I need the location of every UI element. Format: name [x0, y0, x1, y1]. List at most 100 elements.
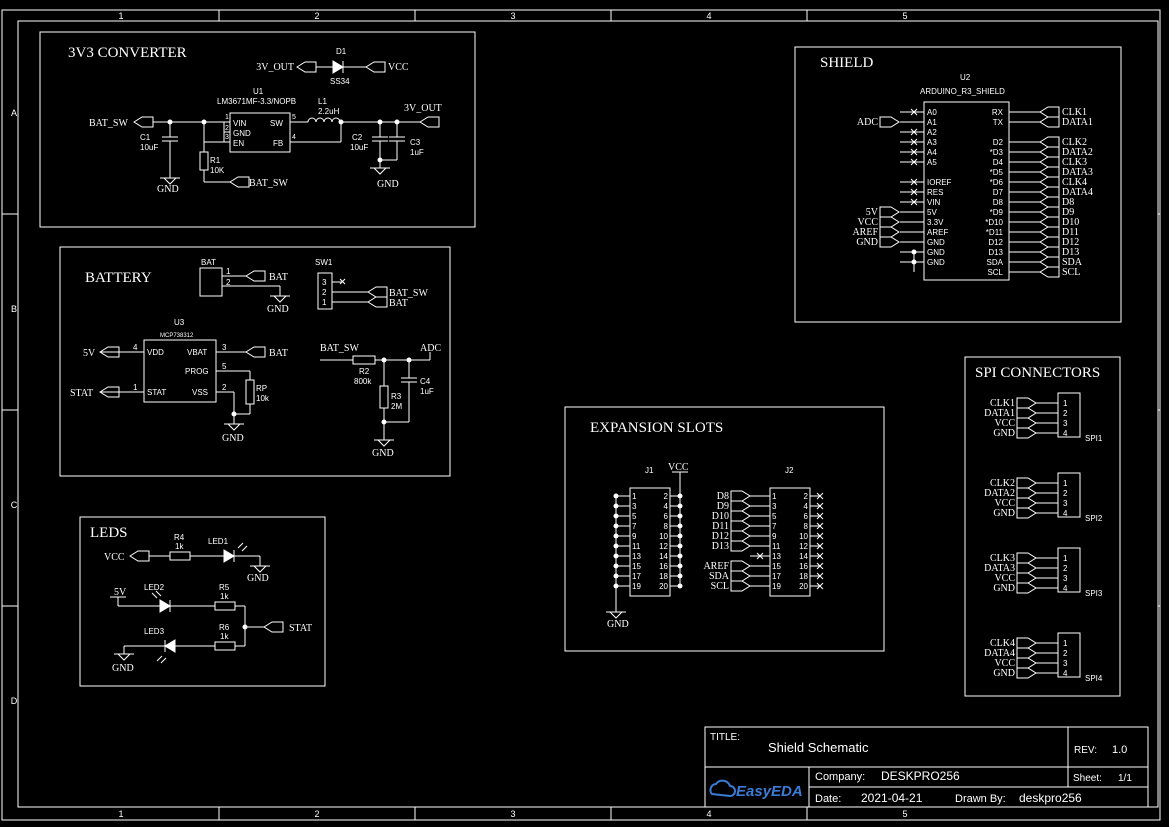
u2-net-label: CLK2 [1062, 137, 1087, 148]
spi-net-label: VCC [994, 418, 1015, 429]
net-5v: 5V [83, 348, 96, 359]
u2-pin-name: D7 [993, 188, 1004, 197]
u2-pin-name: A3 [927, 138, 937, 147]
battery-block: BATTERY BAT 1 2 BAT GND SW1 3 2 1 [59, 246, 451, 477]
battery-frame [59, 246, 451, 477]
r2-value: 800k [354, 377, 372, 386]
spi-net-label: DATA2 [984, 488, 1015, 499]
net-port [1016, 507, 1037, 519]
u3-pin-stat: STAT [147, 388, 166, 397]
net-port [1039, 236, 1060, 248]
net-vcc-led: VCC [104, 552, 125, 563]
no-connect-mark [910, 178, 918, 186]
spi-net-label: GND [993, 428, 1015, 439]
r6-ref: R6 [219, 623, 230, 632]
j2-pin-number: 12 [799, 542, 808, 551]
u2-pin-name: A0 [927, 108, 937, 117]
leds-frame [79, 516, 326, 687]
r5-value: 1k [220, 592, 229, 601]
u2-net-label: SCL [1062, 267, 1080, 278]
u2-net-label: D11 [1062, 227, 1079, 238]
c3-value: 1uF [410, 148, 424, 157]
spi-pin-number: 4 [1063, 429, 1068, 438]
sw1-ref: SW1 [315, 258, 333, 267]
rev-value: 1.0 [1112, 744, 1127, 756]
drawn-by-label: Drawn By: [955, 793, 1006, 805]
frame-col-label: 1 [118, 11, 123, 21]
u2-pin-name: *D10 [985, 218, 1003, 227]
u2-pin-name: D2 [993, 138, 1004, 147]
sw1-pin-1: 1 [322, 298, 327, 307]
spi-net-label: GND [993, 668, 1015, 679]
j2-pin-number: 16 [799, 562, 808, 571]
net-port [730, 530, 751, 542]
j1-pin-number: 1 [632, 492, 637, 501]
c2-capacitor: C2 10uF [350, 122, 388, 168]
led3-ref: LED3 [144, 627, 165, 636]
j2-net-label: D8 [717, 491, 729, 502]
u1-num-2: 2 [225, 125, 229, 132]
port-bat-sw [133, 116, 154, 128]
net-port [1016, 582, 1037, 594]
u2-net-label: SDA [1062, 257, 1083, 268]
c4-ref: C4 [420, 377, 431, 386]
net-port [730, 490, 751, 502]
u3-charger: U3 MCP738312 VDD STAT VBAT PROG VSS 4 1 … [70, 318, 288, 403]
spi-pin-number: 3 [1063, 419, 1068, 428]
j2-pin-number: 9 [772, 532, 777, 541]
u1-value: LM3671MF-3.3/NOPB [217, 97, 296, 106]
bat-ref: BAT [201, 258, 216, 267]
converter-block: 3V3 CONVERTER 3V_OUT VCC D1 SS34 BAT_SW … [39, 31, 476, 228]
easyeda-logo: EasyEDA [709, 779, 803, 800]
u3-pin-vdd: VDD [147, 348, 164, 357]
sw1-pin-3: 3 [322, 278, 327, 287]
net-port [1039, 106, 1060, 118]
u1-pin-vin: VIN [233, 119, 247, 128]
net-adc: ADC [420, 343, 441, 354]
rp-ref: RP [256, 384, 267, 393]
r6-value: 1k [220, 632, 229, 641]
spi-net-label: GND [993, 508, 1015, 519]
net-stat-led: STAT [289, 623, 312, 634]
spi-pin-number: 1 [1063, 639, 1068, 648]
net-port [879, 116, 900, 128]
net-gnd-div: GND [372, 448, 394, 459]
net-sw1-bat-sw: BAT_SW [389, 288, 428, 299]
no-connect-mark [910, 188, 918, 196]
j2-pin-number: 8 [804, 522, 809, 531]
rp-value: 10k [256, 394, 270, 403]
sw1-switch: SW1 3 2 1 BAT_SW BAT [315, 258, 428, 310]
led3: LED3 [144, 627, 176, 664]
spi-header [1057, 392, 1081, 438]
u2-net-label: DATA1 [1062, 117, 1093, 128]
net-port [879, 216, 900, 228]
u3-pin-prog: PROG [185, 367, 209, 376]
c1-value: 10uF [140, 143, 158, 152]
u2-arduino [923, 101, 1010, 281]
u2-pin-name: *D11 [986, 228, 1004, 237]
u2-pin-name: VIN [927, 198, 941, 207]
u2-net-label: D9 [1062, 207, 1074, 218]
spi-pin-number: 3 [1063, 659, 1068, 668]
spi-title: SPI CONNECTORS [975, 365, 1100, 381]
shield-title: SHIELD [820, 55, 873, 71]
net-port [1016, 667, 1037, 679]
c2-ref: C2 [352, 133, 363, 142]
spi-header [1057, 632, 1081, 678]
no-connect-mark [910, 158, 918, 166]
date-value: 2021-04-21 [861, 791, 923, 805]
u3-num-3: 3 [222, 343, 227, 352]
net-3v-out: 3V_OUT [404, 103, 442, 114]
j1-pin-number: 11 [632, 542, 641, 551]
j2-net-label: AREF [703, 561, 729, 572]
company-label: Company: [815, 771, 865, 783]
spi-pin-number: 4 [1063, 509, 1068, 518]
u2-net-label: CLK4 [1062, 177, 1087, 188]
junction-dot [911, 259, 917, 265]
net-port [730, 570, 751, 582]
net-gnd-c2: GND [377, 179, 399, 190]
u2-pin-name: GND [927, 248, 945, 257]
bat-pin-2: 2 [226, 278, 231, 287]
